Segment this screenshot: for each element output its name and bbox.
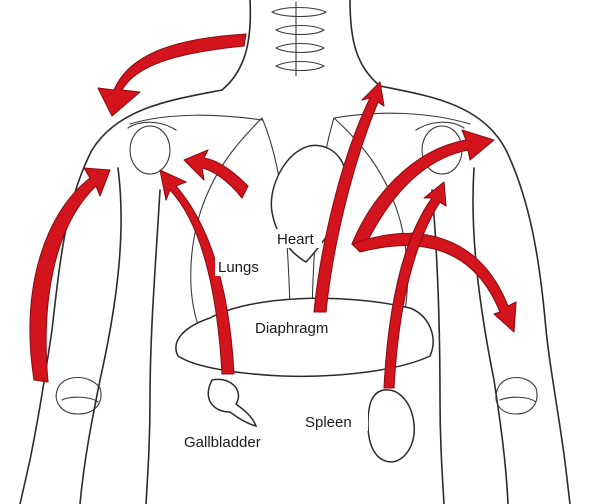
label-heart: Heart	[277, 231, 315, 248]
label-lungs: Lungs	[218, 259, 259, 276]
arrow-neck-to-left-shoulder	[98, 34, 246, 116]
elbow-joints	[56, 378, 537, 415]
cervical-vertebrae	[272, 2, 326, 76]
label-spleen: Spleen	[305, 414, 352, 431]
gallbladder	[208, 379, 256, 426]
arrow-left-elbow-to-upper-arm	[30, 168, 110, 382]
arrow-lungs-to-shoulder	[184, 150, 248, 198]
label-diaphragm: Diaphragm	[255, 320, 328, 337]
spleen	[368, 390, 414, 462]
label-gallbladder: Gallbladder	[184, 434, 261, 451]
